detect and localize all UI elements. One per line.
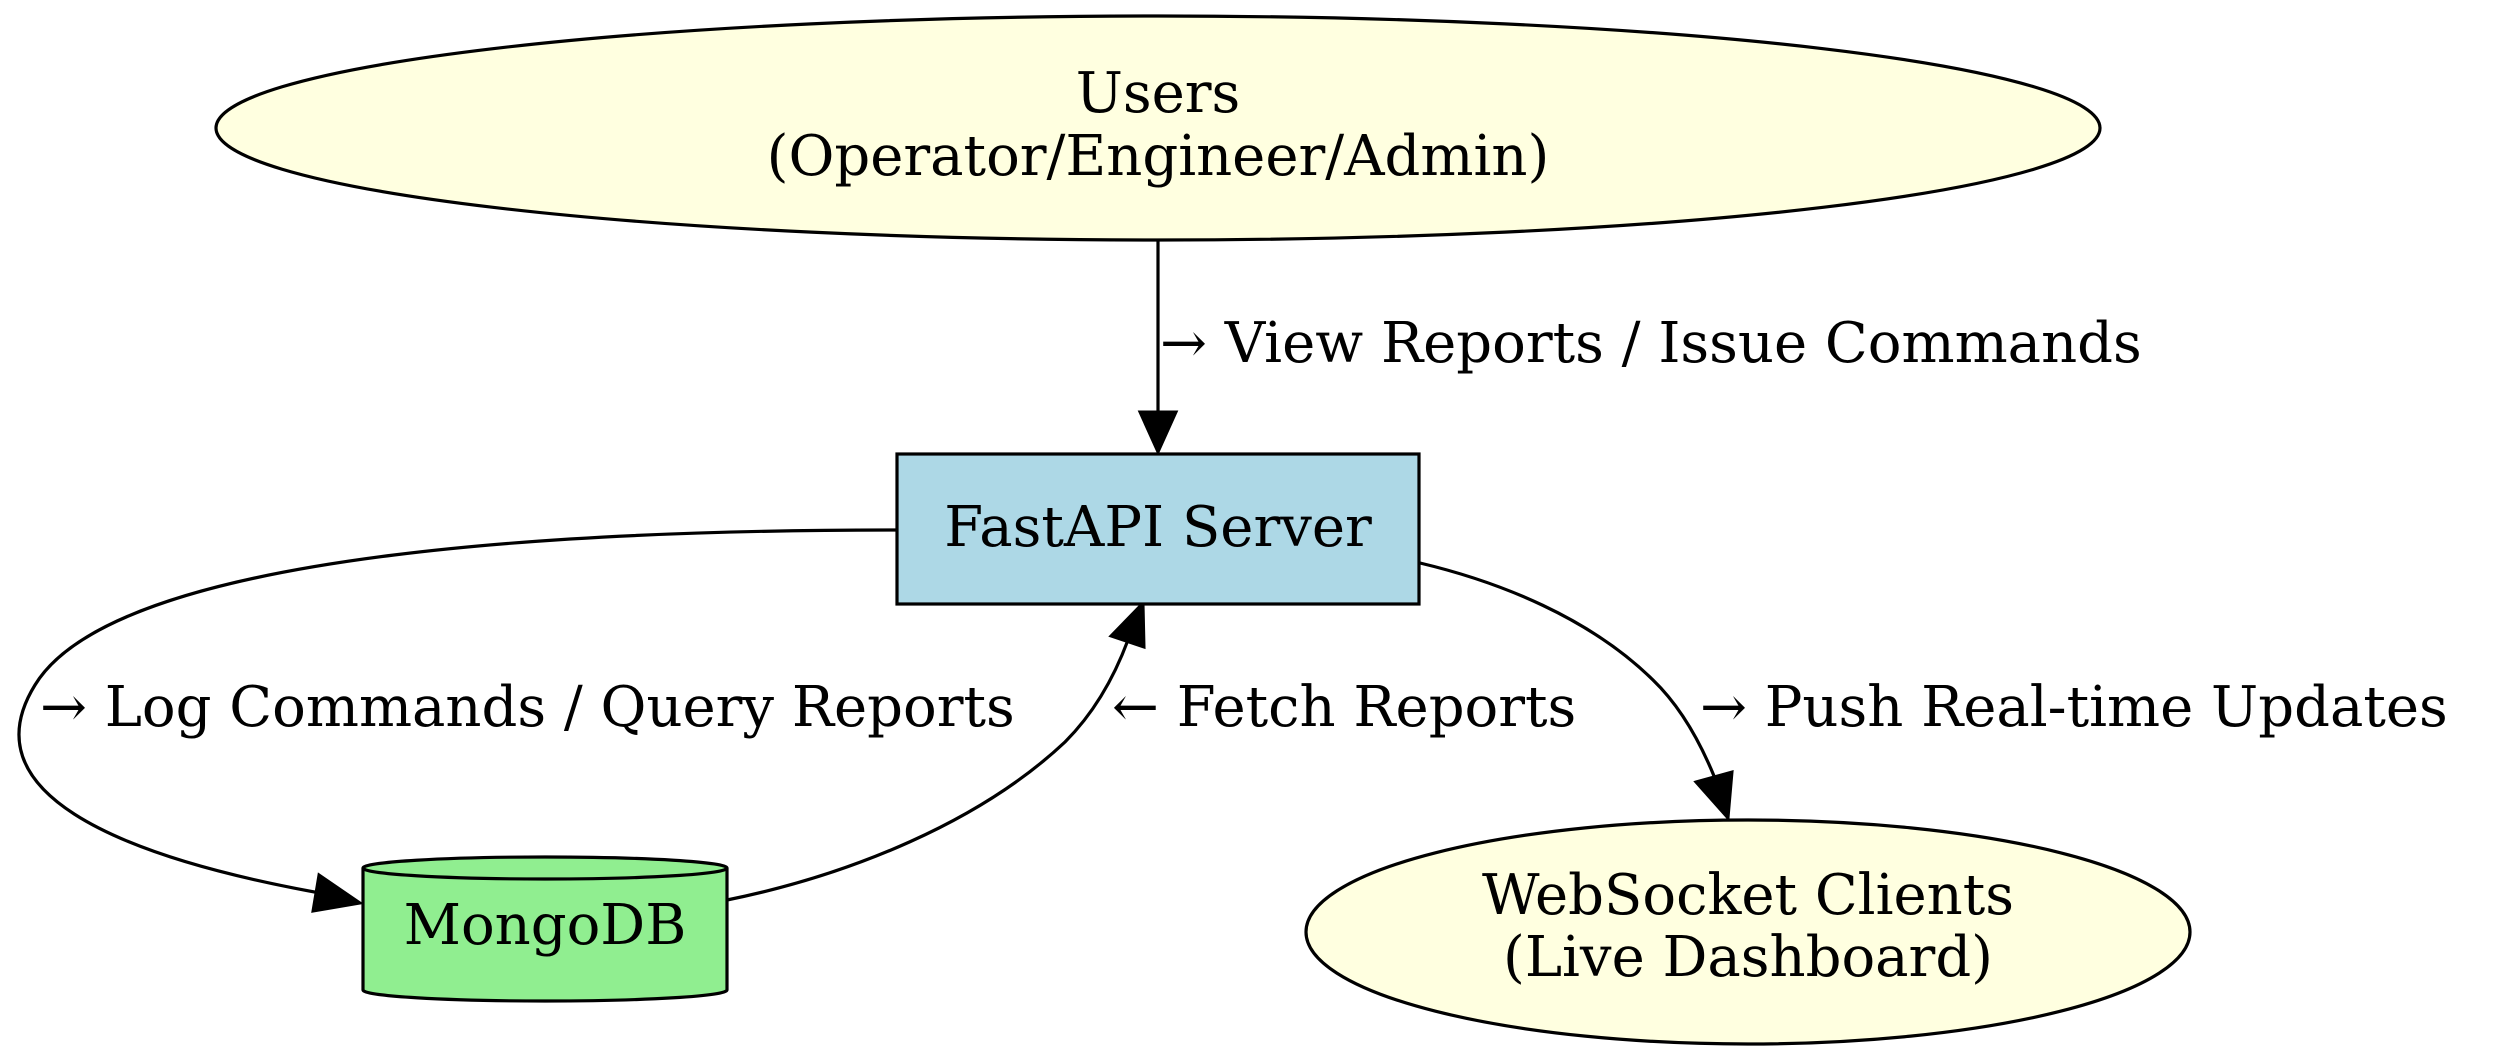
node-users-title: Users [1076, 61, 1241, 126]
edge-fastapi-to-mongodb [17, 528, 898, 913]
edge-fastapi-to-websocket [1419, 561, 1734, 822]
node-users-shape [214, 14, 2102, 242]
edge-users-to-fastapi [1137, 240, 1179, 456]
edge-label-view-reports: → View Reports / Issue Commands [1160, 311, 2142, 376]
edge-label-fetch-reports: ← Fetch Reports [1112, 675, 1576, 740]
node-websocket-clients: WebSocket Clients (Live Dashboard) [1304, 818, 2192, 1046]
node-mongodb: MongoDB [361, 855, 729, 1003]
edge-mongodb-to-fastapi-arrowhead [1108, 599, 1146, 650]
node-fastapi-shape [895, 452, 1421, 606]
edge-label-push-updates: → Push Real-time Updates [1700, 675, 2448, 740]
edge-mongodb-to-fastapi [726, 599, 1146, 902]
node-users-subtitle: (Operator/Engineer/Admin) [767, 124, 1550, 189]
edge-fastapi-to-mongodb-line [17, 528, 898, 895]
edge-fastapi-to-websocket-line [1419, 561, 1716, 777]
node-fastapi-label: FastAPI Server [944, 495, 1372, 560]
node-users: Users (Operator/Engineer/Admin) [214, 14, 2102, 242]
node-websocket-clients-title: WebSocket Clients [1482, 863, 2014, 928]
edge-label-log-commands: → Log Commands / Query Reports [40, 675, 1015, 740]
edge-users-to-fastapi-arrowhead [1137, 410, 1179, 456]
edge-fastapi-to-websocket-arrowhead [1693, 769, 1734, 822]
node-websocket-clients-subtitle: (Live Dashboard) [1503, 925, 1993, 990]
node-mongodb-top-rim [361, 867, 729, 881]
node-fastapi: FastAPI Server [895, 452, 1421, 606]
edge-mongodb-to-fastapi-line [726, 639, 1130, 902]
node-mongodb-shape [361, 855, 729, 1003]
node-mongodb-label: MongoDB [404, 893, 687, 958]
node-websocket-clients-shape [1304, 818, 2192, 1046]
edge-fastapi-to-mongodb-arrowhead [311, 872, 364, 913]
